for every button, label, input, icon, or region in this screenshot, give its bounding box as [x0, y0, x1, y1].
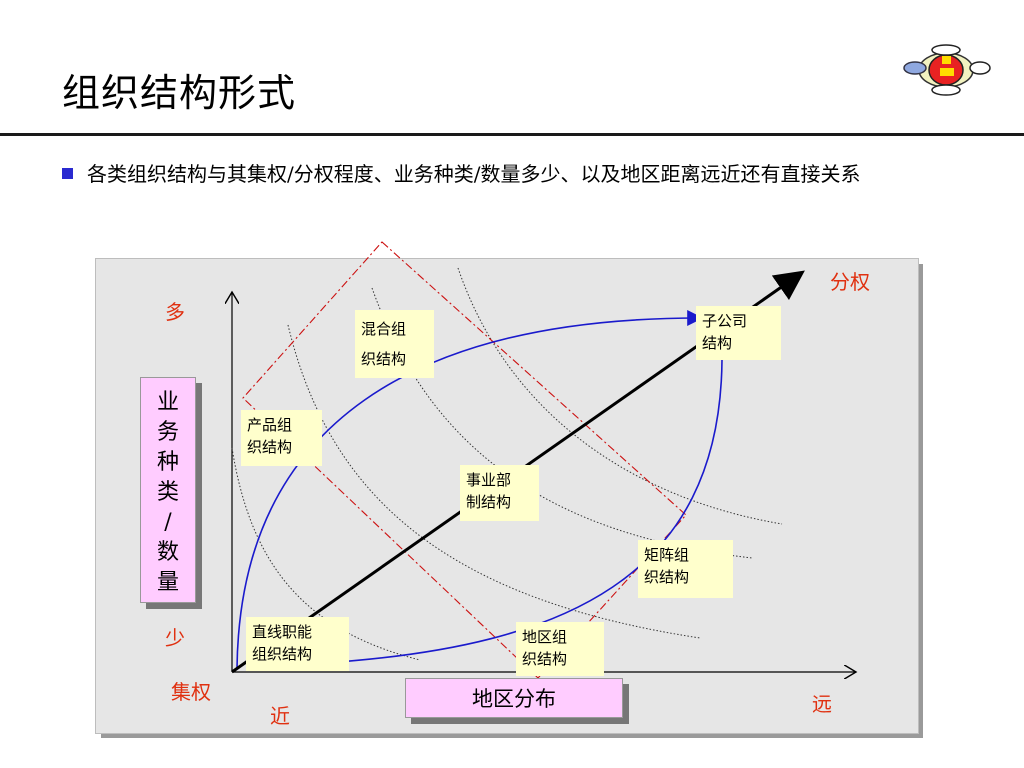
box-line-function-line1: 直线职能: [252, 623, 313, 641]
bullet-label: 各类组织结构与其集权/分权程度、业务种类/数量多少、以及地区距离远近还有直接关系: [87, 162, 861, 186]
box-division-structure: 事业部 制结构: [460, 465, 539, 521]
box-division-line1: 事业部: [466, 471, 512, 489]
box-matrix-line2: 织结构: [644, 568, 690, 586]
box-product-line1: 产品组: [247, 416, 293, 434]
box-product-structure: 产品组 织结构: [241, 410, 322, 466]
box-line-function-line2: 组织结构: [252, 645, 313, 663]
lower-blue-curve: [337, 359, 723, 663]
y-title-char: /: [164, 510, 172, 535]
box-regional-structure: 地区组 织结构: [516, 622, 604, 676]
y-title-char: 业: [156, 390, 179, 415]
upper-blue-curve: [236, 310, 704, 669]
label-less: 少: [165, 626, 185, 650]
dotted-curve-4: [457, 267, 783, 525]
box-subsidiary-line2: 结构: [702, 334, 733, 352]
label-decentralized: 分权: [830, 270, 870, 294]
label-near: 近: [270, 704, 290, 728]
y-title-char: 务: [156, 420, 179, 445]
y-title-char: 种: [156, 450, 179, 475]
box-division-line2: 制结构: [466, 493, 512, 511]
y-title-char: 类: [156, 480, 179, 505]
label-far: 远: [812, 692, 832, 716]
y-title-char: 量: [156, 570, 179, 595]
box-hybrid-structure: 混合组 织结构: [355, 310, 434, 378]
box-matrix-line1: 矩阵组: [644, 546, 690, 564]
y-axis-title: 业 务 种 类 / 数 量: [140, 377, 196, 603]
x-axis-title: 地区分布: [405, 678, 623, 718]
page-title: 组织结构形式: [62, 71, 297, 115]
box-subsidiary-structure: 子公司 结构: [696, 306, 781, 360]
label-more: 多: [165, 300, 185, 324]
title-divider: [0, 133, 1024, 136]
box-regional-line1: 地区组: [522, 628, 568, 646]
logo-emblem-icon: [900, 44, 992, 96]
box-subsidiary-line1: 子公司: [702, 312, 748, 330]
box-hybrid-line1: 混合组: [361, 320, 407, 338]
box-line-function-structure: 直线职能 组织结构: [246, 617, 349, 671]
label-centralized: 集权: [171, 680, 211, 704]
box-hybrid-line2: 织结构: [361, 350, 407, 368]
box-product-line2: 织结构: [247, 438, 293, 456]
bullet-square-icon: [62, 168, 73, 179]
dotted-curve-1: [231, 447, 421, 661]
dotted-curve-2: [287, 324, 701, 639]
box-regional-line2: 织结构: [522, 650, 568, 668]
bullet-text: 各类组织结构与其集权/分权程度、业务种类/数量多少、以及地区距离远近还有直接关系: [62, 160, 962, 188]
y-title-char: 数: [156, 540, 179, 565]
box-matrix-structure: 矩阵组 织结构: [638, 540, 733, 598]
